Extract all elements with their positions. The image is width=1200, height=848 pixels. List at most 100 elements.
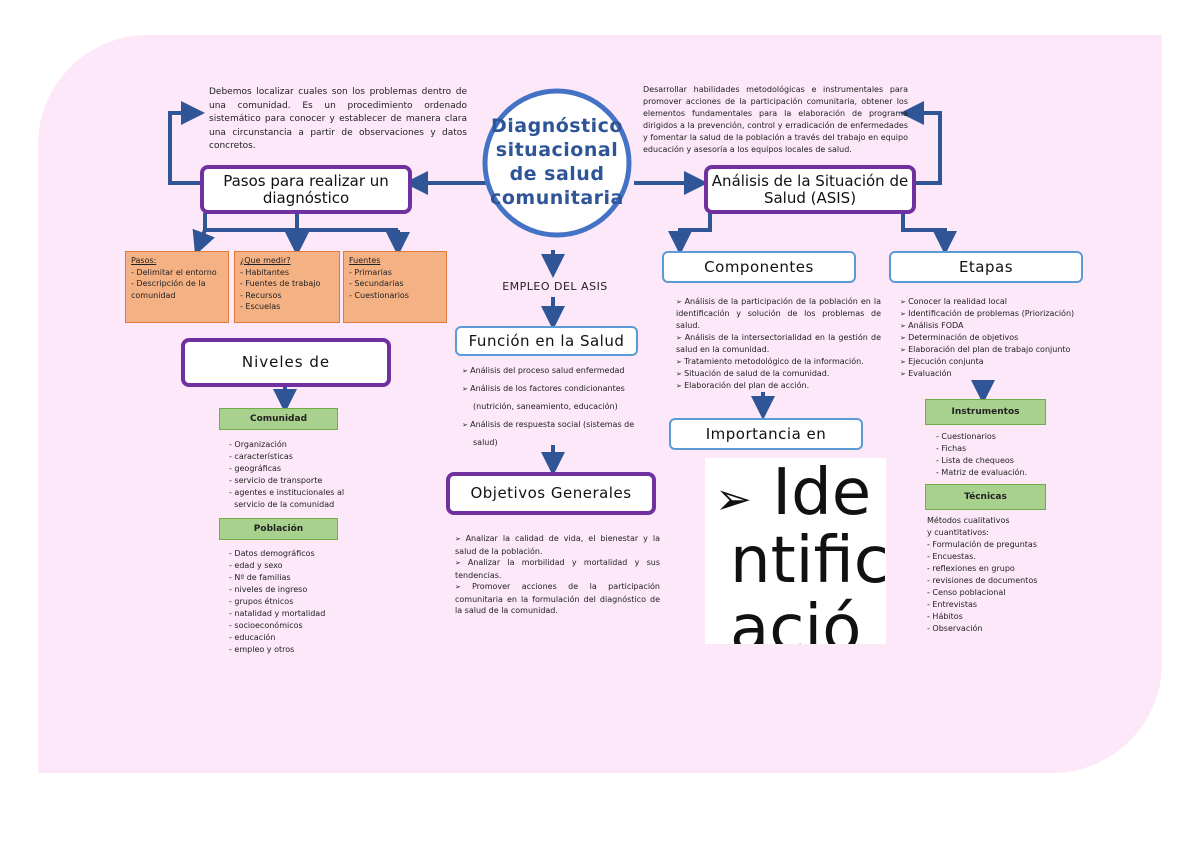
list-item: - Nº de familias: [229, 573, 291, 582]
list-item: - Observación: [927, 624, 983, 633]
orange-box-item: - Secundarias: [349, 279, 404, 288]
instrumentos-list: - Cuestionarios - Fichas - Lista de cheq…: [936, 431, 1027, 479]
objetivos-box-label: Objetivos Generales: [470, 484, 632, 502]
list-item: - Entrevistas: [927, 600, 978, 609]
list-item-text: Situación de salud de la comunidad.: [684, 369, 830, 378]
list-item-text: Conocer la realidad local: [908, 297, 1007, 306]
bullet-arrow-icon: ➢: [676, 370, 685, 378]
niveles-box-label: Niveles de: [241, 353, 331, 371]
funcion-box-label: Función en la Salud: [468, 332, 625, 350]
orange-box-item: - Primarias: [349, 267, 392, 277]
list-item-text: Tratamiento metodológico de la informaci…: [684, 357, 864, 366]
list-item: (nutrición, saneamiento, educación): [462, 398, 642, 416]
center-title-line: Diagnóstico: [490, 115, 623, 137]
list-item-text: Evaluación: [908, 369, 952, 378]
list-item: - Datos demográficos: [229, 549, 315, 558]
list-item-text: salud): [473, 438, 498, 447]
list-item: ➢ Conocer la realidad local: [900, 296, 1074, 308]
componentes-box: Componentes: [662, 251, 856, 283]
bullet-arrow-icon: ➢: [900, 334, 909, 342]
bullet-arrow-icon: ➢: [900, 310, 909, 318]
list-item: - edad y sexo: [229, 561, 283, 570]
list-item: - grupos étnicos: [229, 597, 294, 606]
list-item-text: Análisis de la participación de la pobla…: [676, 297, 881, 330]
funcion-box: Función en la Salud: [455, 326, 638, 356]
bullet-arrow-icon: ➢: [455, 583, 472, 591]
list-item: ➢ Análisis del proceso salud enfermedad: [462, 362, 642, 380]
list-item: salud): [462, 434, 642, 452]
medir-orange-box: ¿Que medir? - Habitantes - Fuentes de tr…: [234, 251, 340, 323]
orange-box-item: - Descripción de la comunidad: [131, 279, 206, 300]
identificacion-text: ➢ Ide: [715, 460, 871, 533]
tecnicas-list: Métodos cualitativos y cuantitativos: - …: [927, 515, 1037, 635]
list-item: ➢ Análisis de la intersectorialidad en l…: [676, 332, 881, 356]
comunidad-label-box: Comunidad: [219, 408, 338, 430]
list-item-text: Análisis de respuesta social (sistemas d…: [470, 420, 635, 429]
list-item: ➢ Tratamiento metodológico de la informa…: [676, 356, 881, 368]
big-text-line: ació: [730, 592, 862, 644]
orange-box-title: Pasos:: [131, 256, 157, 265]
list-item: - Fichas: [936, 444, 967, 453]
bullet-arrow-icon: ➢: [900, 346, 909, 354]
center-title-line: de salud: [509, 163, 605, 185]
list-item: ➢ Analizar la morbilidad y mortalidad y …: [455, 557, 660, 581]
list-item-text: Ejecución conjunta: [908, 357, 984, 366]
list-item: - Hábitos: [927, 612, 963, 621]
asis-box-label: Análisis de la Situación de Salud (ASIS): [711, 171, 909, 207]
list-item-text: Análisis del proceso salud enfermedad: [470, 366, 625, 375]
etapas-box-label: Etapas: [958, 258, 1014, 276]
list-item: ➢ Promover acciones de la participación …: [455, 581, 660, 617]
list-item: ➢ Análisis de respuesta social (sistemas…: [462, 416, 642, 434]
list-item: - servicio de transporte: [229, 476, 323, 485]
funcion-list: ➢ Análisis del proceso salud enfermedad …: [462, 362, 642, 452]
list-item-text: Identificación de problemas (Priorizació…: [908, 309, 1075, 318]
bullet-arrow-icon: ➢: [676, 358, 685, 366]
list-item: - Lista de chequeos: [936, 456, 1014, 465]
orange-box-item: - Habitantes: [240, 267, 289, 277]
orange-box-item: - Escuelas: [240, 302, 281, 311]
list-item: ➢ Situación de salud de la comunidad.: [676, 368, 881, 380]
bullet-arrow-icon: ➢: [676, 382, 685, 390]
list-item-text: Análisis FODA: [908, 321, 964, 330]
list-item: - Formulación de preguntas: [927, 540, 1037, 549]
list-item: ➢ Ejecución conjunta: [900, 356, 1074, 368]
list-item: - Matriz de evaluación.: [936, 468, 1028, 477]
list-item: - Encuestas.: [927, 552, 976, 561]
list-item: - empleo y otros: [229, 645, 295, 654]
list-item-text: Analizar la morbilidad y mortalidad y su…: [455, 558, 661, 580]
pasos-orange-box: Pasos: - Delimitar el entorno - Descripc…: [125, 251, 229, 323]
list-item: Métodos cualitativos: [927, 516, 1010, 525]
list-item: - agentes e institucionales al: [229, 488, 345, 497]
componentes-box-label: Componentes: [704, 258, 814, 276]
objetivos-box: Objetivos Generales: [446, 472, 656, 515]
comunidad-list: - Organización - características - geogr…: [229, 439, 344, 511]
bullet-arrow-icon: ➢: [455, 559, 468, 567]
list-item: ➢ Elaboración del plan de acción.: [676, 380, 881, 392]
list-item: - Cuestionarios: [936, 432, 996, 441]
importancia-box-label: Importancia en: [705, 425, 827, 443]
poblacion-label-box: Población: [219, 518, 338, 540]
big-text-line: ntific: [730, 524, 886, 598]
big-arrow-icon: ➢: [715, 474, 752, 525]
orange-box-item: - Fuentes de trabajo: [240, 279, 321, 288]
list-item: ➢ Determinación de objetivos: [900, 332, 1074, 344]
list-item-text: Elaboración del plan de acción.: [684, 381, 810, 390]
list-item: ➢ Elaboración del plan de trabajo conjun…: [900, 344, 1074, 356]
list-item: - socioeconómicos: [229, 621, 303, 630]
right-intro-text: Desarrollar habilidades metodológicas e …: [643, 85, 908, 154]
bullet-arrow-icon: ➢: [676, 298, 685, 306]
list-item-text: (nutrición, saneamiento, educación): [473, 402, 618, 411]
list-item-text: Elaboración del plan de trabajo conjunto: [908, 345, 1071, 354]
orange-box-item: - Delimitar el entorno: [131, 267, 217, 277]
big-text-line: Ide: [772, 458, 872, 530]
list-item: ➢ Evaluación: [900, 368, 1074, 380]
list-item: - revisiones de documentos: [927, 576, 1038, 585]
comunidad-label: Comunidad: [249, 414, 308, 424]
list-item: y cuantitativos:: [927, 528, 989, 537]
bullet-arrow-icon: ➢: [900, 370, 909, 378]
niveles-box: Niveles de: [181, 338, 391, 387]
left-intro-text: Debemos localizar cuales son los problem…: [209, 87, 467, 151]
list-item-text: Determinación de objetivos: [908, 333, 1019, 342]
list-item: - Censo poblacional: [927, 588, 1006, 597]
